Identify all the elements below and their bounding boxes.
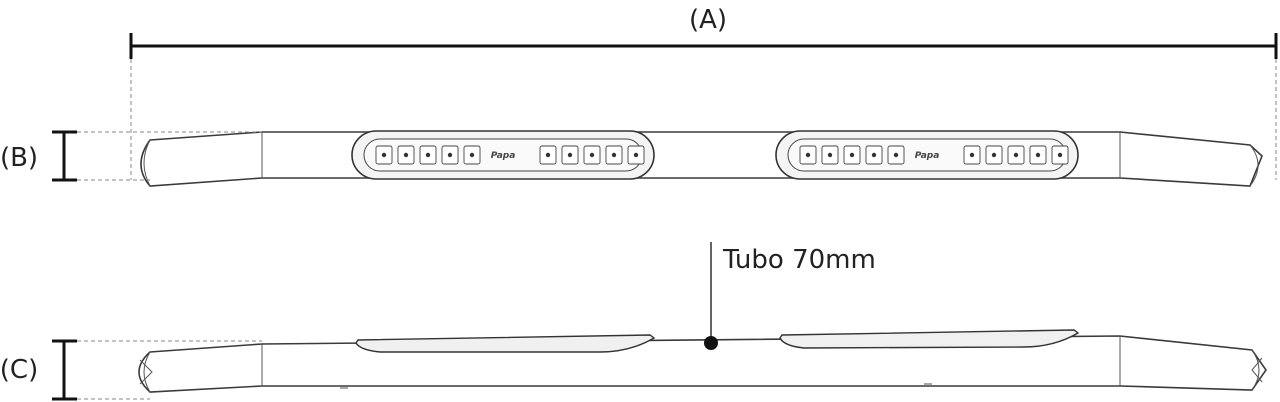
side-view xyxy=(138,329,1267,393)
top-left-end-cap xyxy=(143,139,151,187)
step-grip-stud xyxy=(893,152,899,158)
step-grip-stud xyxy=(1057,152,1063,158)
step-grip-stud xyxy=(805,152,811,158)
step-grip-stud xyxy=(827,152,833,158)
dimension-a: (A) xyxy=(129,5,1278,180)
step-grip-stud xyxy=(969,152,975,158)
step-pad-logo: Papa xyxy=(491,151,516,161)
step-grip-stud xyxy=(1013,152,1019,158)
dimension-b-label: (B) xyxy=(0,143,38,173)
step-grip-stud xyxy=(589,152,595,158)
top-right-step-pad: Papa xyxy=(775,130,1079,180)
dimension-c: (C) xyxy=(0,339,262,401)
step-pad-logo: Papa xyxy=(915,151,940,161)
step-grip-stud xyxy=(381,152,387,158)
tube-callout: Tubo 70mm xyxy=(704,242,876,350)
step-grip-stud xyxy=(611,152,617,158)
side-left-end-cap xyxy=(143,351,151,393)
side-right-step-pad xyxy=(779,329,1080,349)
step-grip-stud xyxy=(567,152,573,158)
top-view-tube xyxy=(140,131,1263,187)
tube-callout-dot xyxy=(704,336,718,350)
step-grip-stud xyxy=(849,152,855,158)
step-grip-stud xyxy=(425,152,431,158)
dimension-a-label: (A) xyxy=(689,5,727,35)
top-left-step-pad: Papa xyxy=(351,130,655,180)
side-view-tube xyxy=(138,335,1267,393)
tube-callout-label: Tubo 70mm xyxy=(722,245,876,275)
step-grip-stud xyxy=(991,152,997,158)
step-grip-stud xyxy=(1035,152,1041,158)
step-grip-stud xyxy=(469,152,475,158)
dimension-c-label: (C) xyxy=(0,355,38,385)
side-right-end-cap xyxy=(1251,349,1260,391)
step-grip-stud xyxy=(633,152,639,158)
step-grip-stud xyxy=(871,152,877,158)
step-grip-stud xyxy=(447,152,453,158)
top-view: Papa Papa xyxy=(140,130,1263,187)
step-grip-stud xyxy=(403,152,409,158)
side-right-cap-detail xyxy=(1251,357,1263,383)
top-right-end-cap xyxy=(1249,144,1259,187)
side-left-step-pad xyxy=(355,334,656,353)
side-left-cap-detail xyxy=(139,359,153,385)
dimension-b: (B) xyxy=(0,130,262,182)
step-grip-stud xyxy=(545,152,551,158)
